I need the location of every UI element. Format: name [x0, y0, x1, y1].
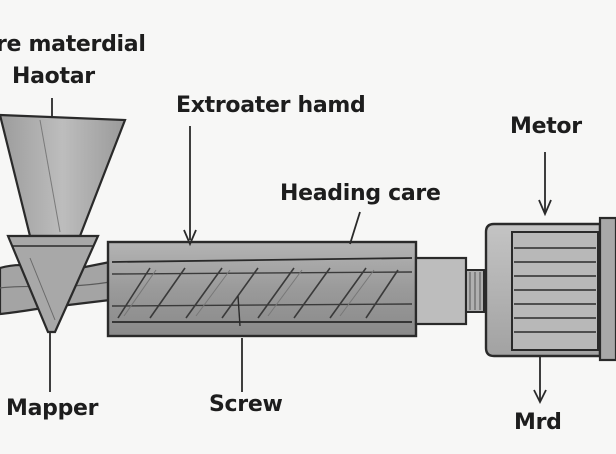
- barrel: [106, 240, 418, 338]
- motor-label: Metor: [510, 114, 582, 139]
- mold-label: Mrd: [514, 410, 562, 435]
- extruder-label: Extroater hamd: [176, 93, 366, 118]
- hopper: [0, 113, 127, 334]
- heating-label: Heading care: [280, 181, 441, 206]
- heater-label: Haotar: [12, 64, 95, 89]
- motor: [484, 216, 616, 362]
- leader-lines: [49, 98, 552, 405]
- shaft-coupling: [414, 256, 485, 326]
- hopper-label: Mapper: [6, 396, 99, 421]
- material-label: re materdial: [0, 32, 146, 57]
- screw-label: Screw: [209, 392, 283, 417]
- screw: [117, 267, 399, 327]
